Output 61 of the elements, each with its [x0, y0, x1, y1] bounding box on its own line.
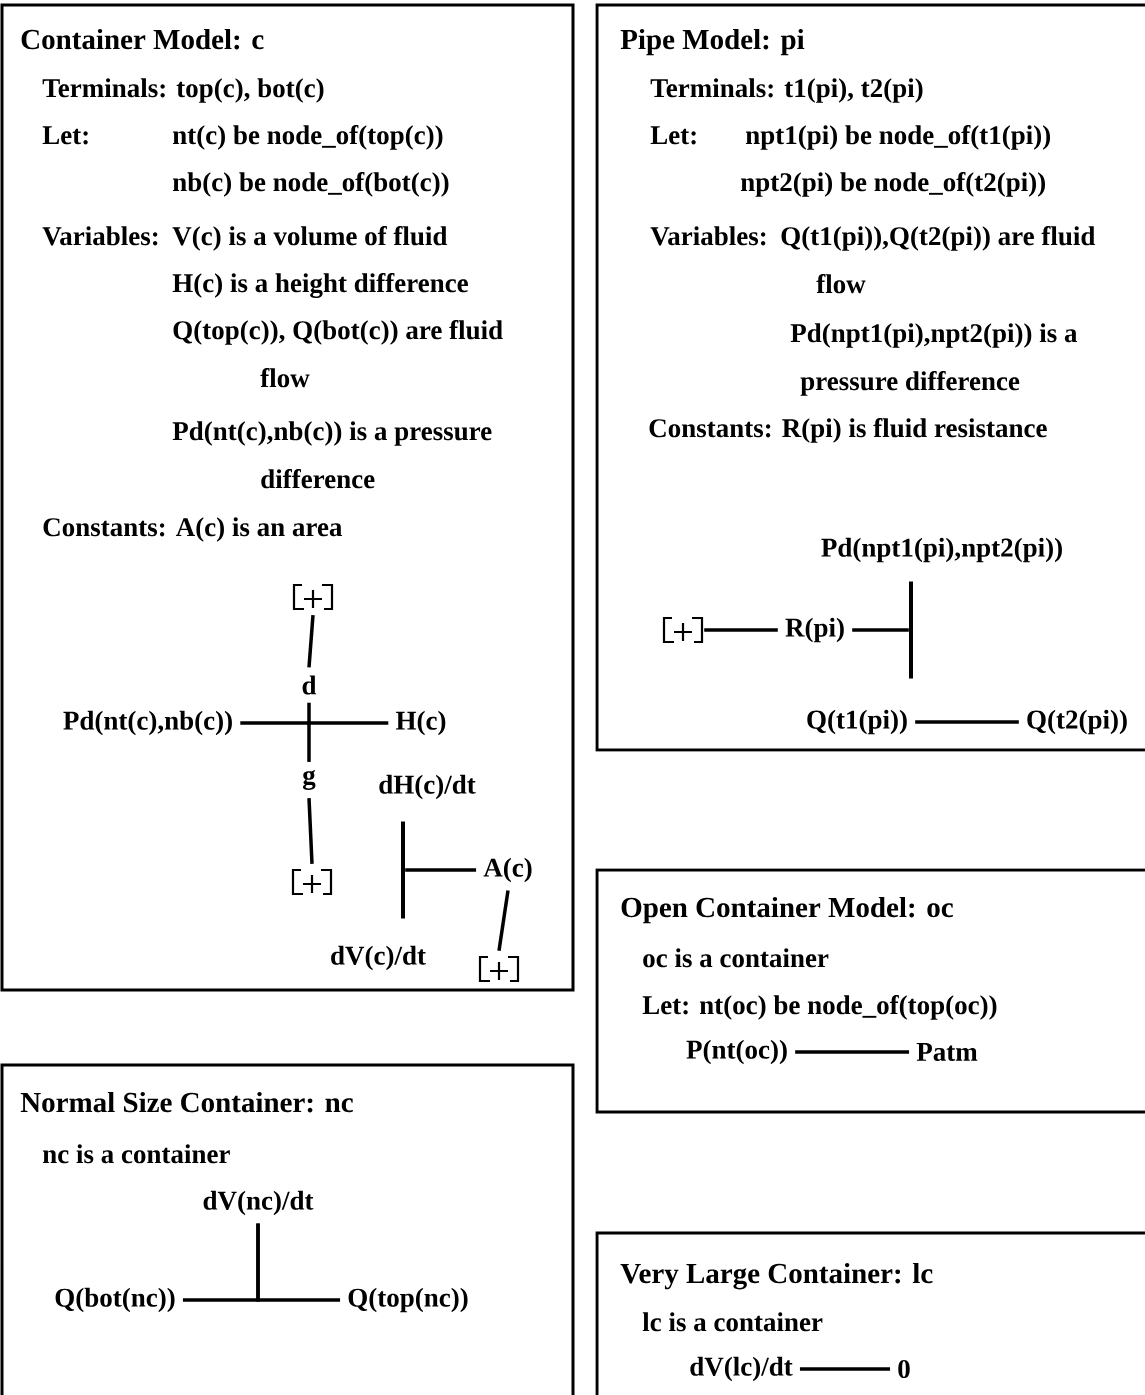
statement-text: Terminals: top(c), bot(c) — [42, 78, 324, 103]
statement-text: npt1(pi) be node_of(t1(pi)) — [745, 125, 1050, 150]
variable-label: Q(t2(pi)) — [1027, 709, 1127, 735]
heading: Very Large Container: lc — [620, 1262, 933, 1290]
variable-label: d — [302, 675, 317, 695]
variable-label: Q(bot(nc)) — [55, 1287, 175, 1313]
variable-label: Q(top(nc)) — [348, 1287, 468, 1313]
statement-text: Let: nt(oc) be node_of(top(oc)) — [642, 995, 997, 1020]
statement-text: Let: — [650, 126, 696, 145]
variable-label: dH(c)/dt — [379, 774, 476, 800]
variable-label: R(pi) — [785, 617, 844, 643]
heading: Container Model: c — [21, 28, 264, 50]
connector-line — [240, 721, 389, 725]
statement-text: Pd(npt1(pi),npt2(pi)) is a pressure difference — [790, 323, 1078, 396]
connector-line — [497, 890, 510, 952]
statement-text: Terminals: t1(pi), t2(pi) — [650, 78, 923, 103]
bracket-plus-symbol — [292, 583, 334, 611]
heading: Normal Size Container: nc — [20, 1091, 353, 1113]
variable-label: A(c) — [483, 857, 532, 883]
connector-line — [405, 868, 477, 872]
statement-text: H(c) is a height difference — [172, 273, 468, 298]
connector-line — [915, 720, 1019, 724]
heading: Pipe Model: pi — [620, 28, 805, 56]
statement-text: Let: — [42, 126, 88, 145]
variable-label: dV(c)/dt — [331, 945, 426, 971]
connector-line — [799, 1367, 891, 1371]
statement-text: Constants: A(c) is an area — [43, 517, 343, 542]
connector-line — [704, 628, 778, 632]
statement-text: npt2(pi) be node_of(t2(pi)) — [740, 172, 1045, 197]
statement-text: Variables: — [42, 226, 158, 246]
statement-text: Constants: R(pi) is fluid resistance — [649, 418, 1047, 443]
variable-label: dV(nc)/dt — [203, 1190, 314, 1216]
statement-text: nt(c) be node_of(top(c)) — [172, 125, 443, 150]
statement-text: nc is a container — [42, 1144, 230, 1164]
statement-text: lc is a container — [642, 1312, 823, 1332]
connector-line — [307, 615, 315, 668]
connector-line — [307, 702, 311, 762]
variable-label: P(nt(oc)) — [686, 1039, 787, 1065]
statement-text: nb(c) be node_of(bot(c)) — [172, 172, 449, 197]
bracket-plus-symbol — [291, 868, 333, 896]
variable-label: H(c) — [395, 710, 446, 736]
variable-label: 0 — [898, 1359, 910, 1379]
variable-label: Patm — [916, 1043, 978, 1061]
variable-label: Q(t1(pi)) — [807, 709, 907, 735]
statement-text: Q(top(c)), Q(bot(c)) are fluid flow — [173, 320, 503, 388]
connector-line — [256, 1223, 341, 1302]
variable-label: g — [302, 770, 316, 790]
statement-text: V(c) is a volume of fluid — [172, 226, 448, 251]
variable-label: dV(lc)/dt — [690, 1356, 793, 1382]
bracket-plus-symbol — [662, 616, 704, 644]
connector-line — [795, 1050, 910, 1054]
variable-label: Pd(nt(c),nb(c)) — [63, 710, 232, 736]
statement-text: Variables: — [650, 226, 766, 246]
connector-line — [852, 628, 909, 632]
connector-line — [307, 798, 314, 864]
statement-text: Pd(nt(c),nb(c)) is a pressure difference — [172, 421, 492, 489]
heading: Open Container Model: oc — [621, 896, 953, 924]
bracket-plus-symbol — [478, 955, 520, 983]
statement-text: Q(t1(pi)),Q(t2(pi)) are fluid flow — [781, 226, 1096, 294]
variable-label: Pd(npt1(pi),npt2(pi)) — [821, 537, 1062, 563]
statement-text: oc is a container — [643, 948, 829, 968]
